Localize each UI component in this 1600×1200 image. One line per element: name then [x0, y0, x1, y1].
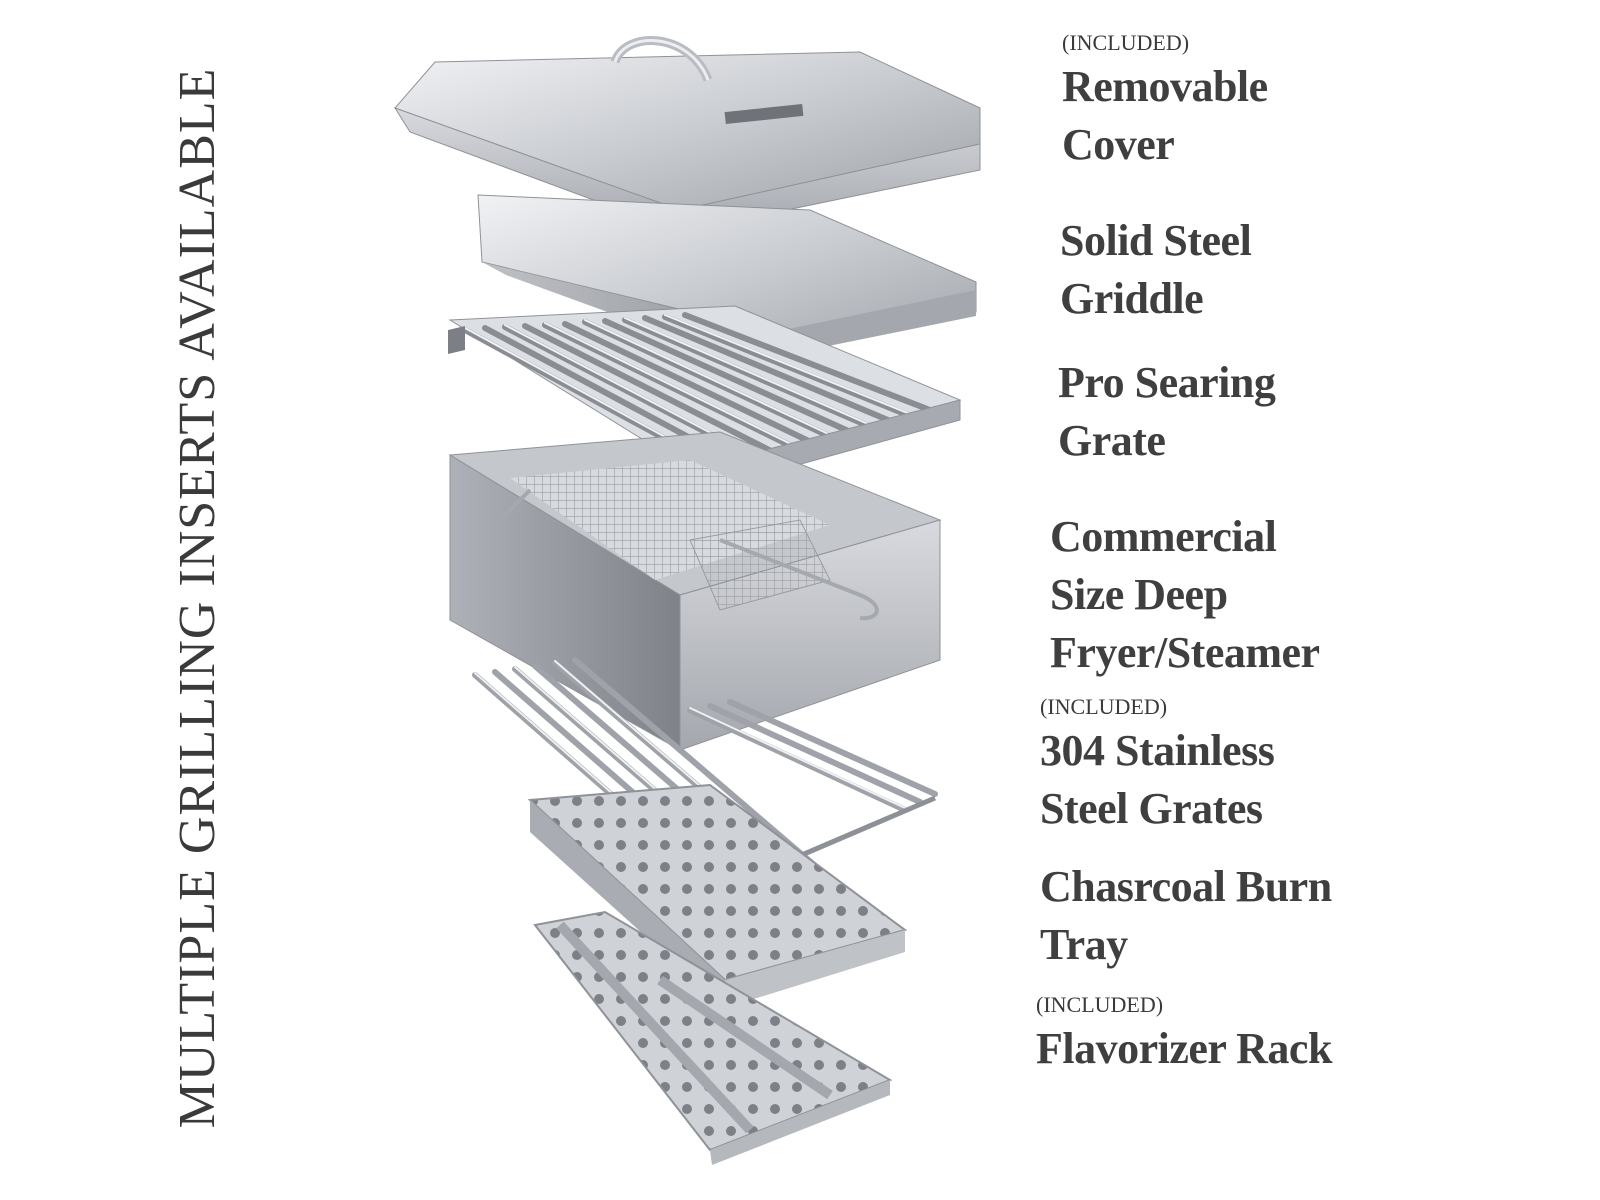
label-line: Grate — [1058, 416, 1166, 465]
label-line: Fryer/Steamer — [1050, 628, 1320, 677]
label-searing-grate: Pro Searing Grate — [1058, 354, 1276, 470]
side-title: MULTIPLE GRILLING INSERTS AVAILABLE — [169, 67, 226, 1129]
label-line: Removable — [1062, 62, 1268, 111]
label-line: Chasrcoal Burn — [1040, 862, 1332, 911]
label-flavorizer-rack: (INCLUDED) Flavorizer Rack — [1036, 994, 1332, 1078]
fryer-steamer-graphic — [448, 431, 942, 751]
included-tag: (INCLUDED) — [1036, 992, 1164, 1017]
label-line: Flavorizer Rack — [1036, 1024, 1332, 1073]
included-tag: (INCLUDED) — [1040, 694, 1168, 719]
label-fryer-steamer: Commercial Size Deep Fryer/Steamer — [1050, 508, 1320, 682]
removable-cover-graphic — [393, 36, 981, 233]
label-line: Tray — [1040, 920, 1128, 969]
flavorizer-rack-graphic — [533, 910, 893, 1165]
included-tag: (INCLUDED) — [1062, 30, 1190, 55]
label-line: Solid Steel — [1060, 216, 1252, 265]
label-line: Steel Grates — [1040, 784, 1263, 833]
label-removable-cover: (INCLUDED) Removable Cover — [1062, 32, 1268, 174]
searing-grate-graphic — [448, 305, 962, 493]
label-line: Commercial — [1050, 512, 1277, 561]
label-line: Pro Searing — [1058, 358, 1276, 407]
exploded-grill-illustration — [393, 36, 981, 1165]
label-line: Size Deep — [1050, 570, 1228, 619]
label-line: Griddle — [1060, 274, 1204, 323]
label-stainless-grates: (INCLUDED) 304 Stainless Steel Grates — [1040, 694, 1275, 838]
label-line: 304 Stainless — [1040, 726, 1275, 775]
label-griddle: Solid Steel Griddle — [1060, 212, 1252, 328]
label-line: Cover — [1062, 120, 1175, 169]
label-charcoal-tray: Chasrcoal Burn Tray — [1040, 858, 1332, 974]
